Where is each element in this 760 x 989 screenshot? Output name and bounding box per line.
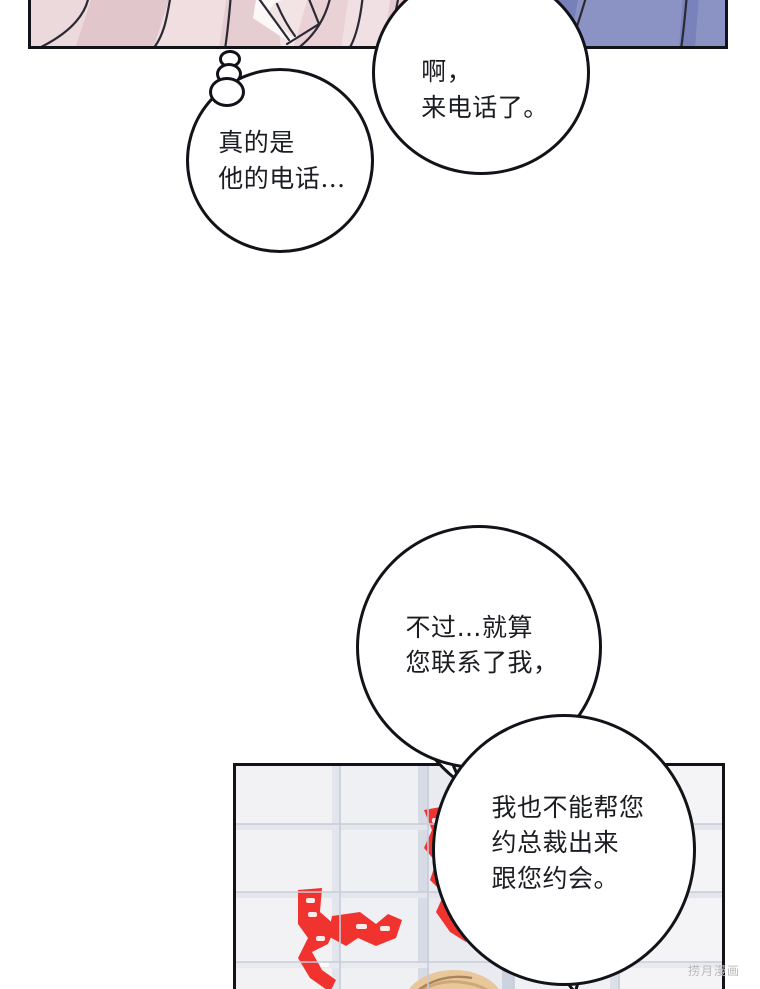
glass-mullion-a: [418, 766, 428, 989]
fabric-fold-left-shadow: [75, 0, 179, 46]
hair-strand-1: [421, 980, 488, 989]
speech-bubble-cannot: 我也不能帮您 约总裁出来 跟您约会。: [432, 714, 696, 986]
speech-bubble-ah: 啊， 来电话了。: [372, 0, 590, 175]
site-watermark: 捞月漫画: [688, 964, 741, 978]
wall-left: [236, 766, 332, 989]
speech-bubble-cannot-text: 我也不能帮您 约总裁出来 跟您约会。: [491, 792, 645, 893]
speech-bubble-however-text: 不过…就算 您联系了我，: [405, 612, 559, 678]
speech-bubble-ah-text: 啊， 来电话了。: [421, 57, 549, 122]
jacket-body: [569, 0, 725, 46]
character-head: [409, 970, 499, 989]
thought-trail-dot-large: [209, 77, 245, 107]
thought-bubble-his-call-text: 真的是 他的电话…: [218, 128, 346, 193]
jacket-seam: [679, 0, 699, 46]
ledge-lower: [236, 962, 722, 968]
fabric-fold-mid-left: [153, 0, 236, 46]
wall-seam-a: [332, 766, 340, 989]
glass-column-a: [340, 766, 418, 989]
hair-outline: [418, 975, 473, 989]
